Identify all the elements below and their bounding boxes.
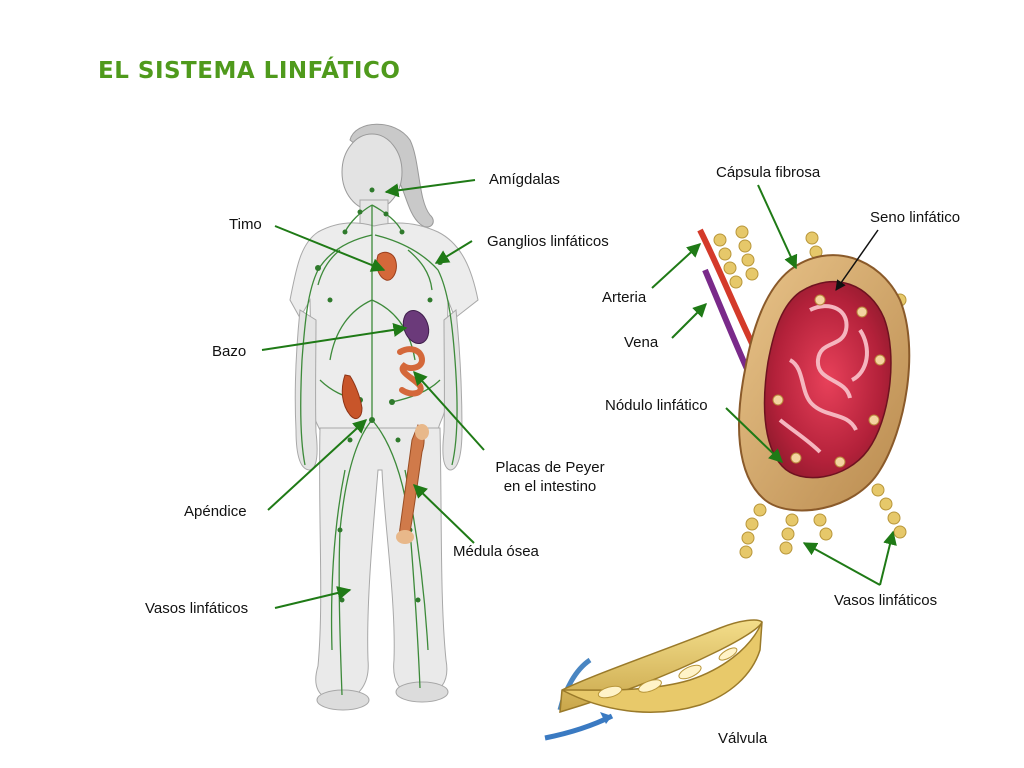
human-body-illustration (289, 123, 479, 711)
body-organs (341, 251, 430, 544)
label-placas-de-peyer: Placas de Peyer en el intestino (480, 459, 620, 495)
label-apendice: Apéndice (184, 503, 247, 520)
label-vena: Vena (624, 334, 659, 351)
label-valvula: Válvula (718, 730, 768, 747)
label-arteria: Arteria (602, 289, 647, 306)
label-seno-linfatico: Seno linfático (870, 209, 961, 226)
label-placas-line1: Placas de Peyer (495, 459, 605, 476)
label-capsula-fibrosa: Cápsula fibrosa (716, 164, 821, 181)
label-vasos-linfaticos-node: Vasos linfáticos (834, 592, 938, 609)
label-timo: Timo (229, 216, 262, 233)
valve-vessel-illustration (544, 619, 763, 741)
label-medula-osea: Médula ósea (453, 543, 539, 560)
pointer-arrows (261, 179, 897, 609)
label-ganglios-linfaticos: Ganglios linfáticos (487, 233, 609, 250)
seno-arrow (835, 229, 879, 291)
lymph-node-illustration (697, 225, 911, 559)
label-nodulo-linfatico: Nódulo linfático (605, 397, 708, 414)
label-bazo: Bazo (212, 343, 247, 360)
label-amigdalas: Amígdalas (489, 171, 560, 188)
label-placas-line2: en el intestino (503, 478, 597, 495)
page-title: EL SISTEMA LINFÁTICO (98, 58, 401, 84)
label-vasos-linfaticos-body: Vasos linfáticos (145, 600, 249, 617)
